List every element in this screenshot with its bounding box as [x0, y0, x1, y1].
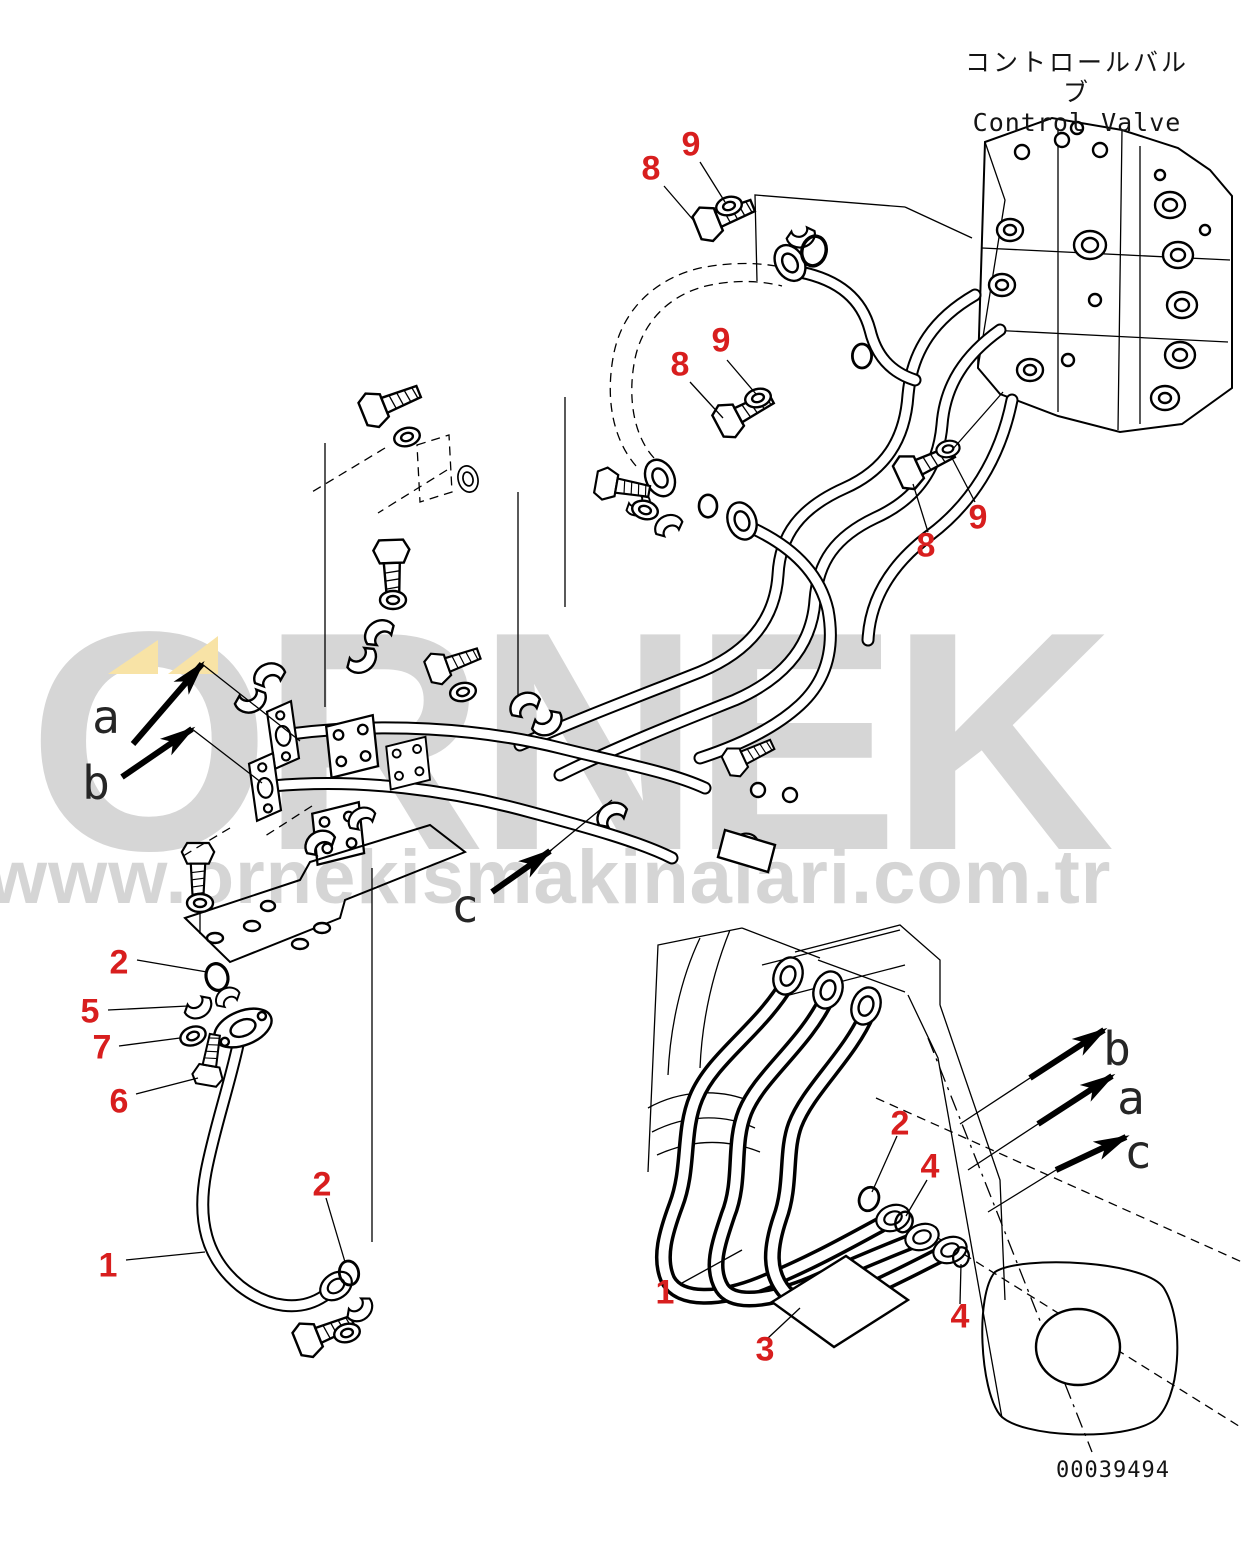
elbow-tube-left [107, 959, 379, 1362]
boom-hose-assembly [647, 924, 1243, 1453]
callout-6: 6 [109, 1082, 129, 1121]
callout-1: 1 [655, 1273, 675, 1312]
callout-5: 5 [80, 992, 100, 1031]
callout-3: 3 [755, 1330, 775, 1369]
pipe-assembly [231, 657, 799, 874]
callout-9: 9 [711, 321, 731, 360]
callout-b: b [82, 756, 110, 810]
callout-2: 2 [890, 1104, 910, 1143]
drawing-number: 00039494 [1056, 1458, 1170, 1483]
bolt-washer-set-right [889, 391, 1004, 533]
callout-7: 7 [92, 1028, 112, 1067]
callout-b: b [1103, 1022, 1131, 1076]
callout-9: 9 [681, 125, 701, 164]
callout-1: 1 [98, 1246, 118, 1285]
callout-a: a [1117, 1071, 1145, 1125]
section-arrows-right [959, 1027, 1130, 1213]
callout-c: c [1124, 1125, 1152, 1179]
bolt-washer-set-top [663, 161, 973, 282]
title-block: コントロールバルブ Control Valve [952, 48, 1202, 138]
callout-8: 8 [641, 149, 661, 188]
callout-a: a [92, 690, 120, 744]
control-valve-drawing [976, 116, 1233, 434]
hydraulic-hoses-upper [513, 224, 1019, 782]
callout-8: 8 [670, 345, 690, 384]
mounting-bracket [180, 801, 467, 1242]
title-japanese: コントロールバルブ [964, 48, 1189, 107]
callout-8: 8 [916, 526, 936, 565]
section-arrows-left [120, 660, 613, 895]
callout-4: 4 [920, 1147, 940, 1186]
callout-2: 2 [109, 943, 129, 982]
title-english: Control Valve [972, 108, 1182, 137]
callout-2: 2 [312, 1165, 332, 1204]
top-center-hardware [311, 373, 566, 707]
bolt-washer-set-middle [689, 342, 873, 444]
callout-4: 4 [950, 1297, 970, 1336]
callout-c: c [451, 879, 479, 933]
callout-9: 9 [968, 498, 988, 537]
